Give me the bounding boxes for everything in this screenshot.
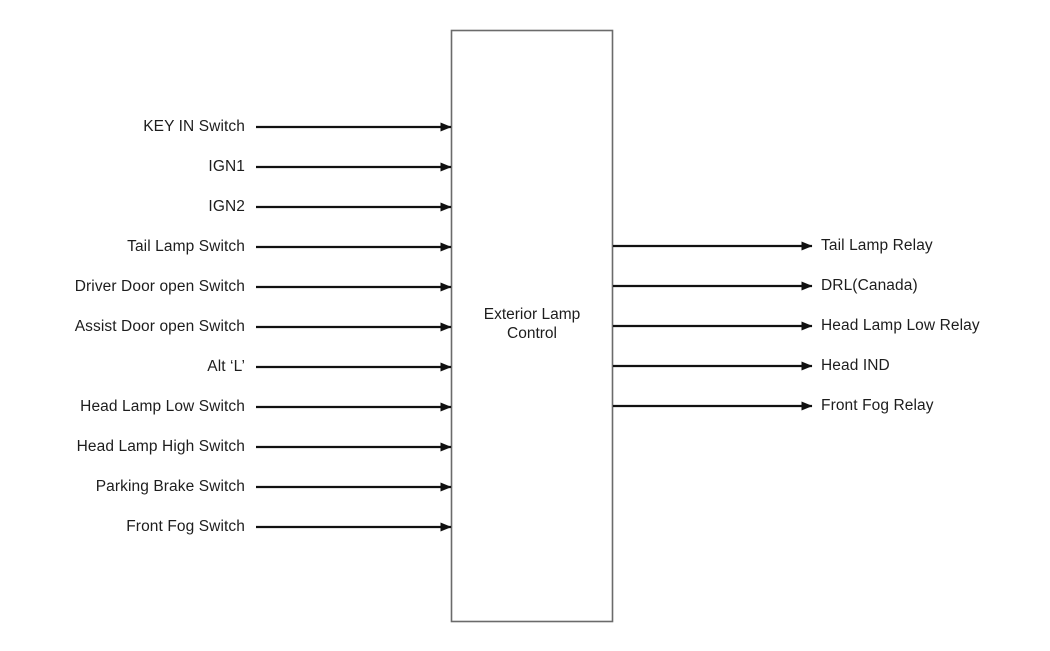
output-signal-label: Head Lamp Low Relay xyxy=(821,317,980,334)
input-signal-label: IGN1 xyxy=(208,158,245,175)
output-signal-label: DRL(Canada) xyxy=(821,277,918,294)
input-signal-label: Alt ‘L’ xyxy=(207,358,245,375)
input-signal-label: Driver Door open Switch xyxy=(74,278,245,295)
output-signal-label: Tail Lamp Relay xyxy=(821,237,933,254)
input-signal-label: Tail Lamp Switch xyxy=(127,238,245,255)
input-signal-label: Head Lamp Low Switch xyxy=(80,398,245,415)
input-signal-lines xyxy=(256,122,452,532)
output-signal-lines xyxy=(613,241,813,411)
input-signal-label: Parking Brake Switch xyxy=(95,478,245,495)
input-signal-label: Head Lamp High Switch xyxy=(76,438,245,455)
input-signal-label: Assist Door open Switch xyxy=(74,318,245,335)
output-signal-label: Front Fog Relay xyxy=(821,397,934,414)
input-signal-label: KEY IN Switch xyxy=(143,118,245,135)
block-title: Exterior Lamp Control xyxy=(483,306,581,342)
exterior-lamp-control-block xyxy=(450,29,614,623)
output-signal-label: Head IND xyxy=(821,357,890,374)
input-signal-label: IGN2 xyxy=(208,198,245,215)
input-signal-label: Front Fog Switch xyxy=(126,518,245,535)
